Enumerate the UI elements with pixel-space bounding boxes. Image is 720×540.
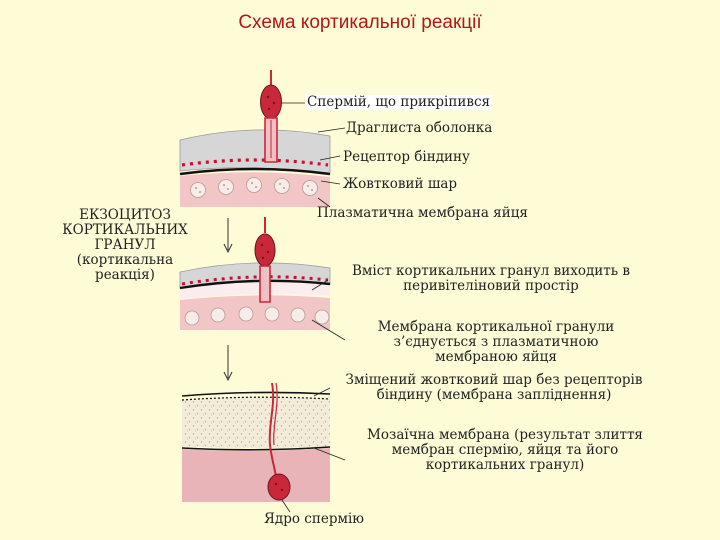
label-sperm-nucleus: Ядро спермію <box>264 511 365 527</box>
granule-membrane-line-1: Мембрана кортикальної гранули <box>377 319 615 335</box>
label-egg-membrane: Плазматична мембрана яйця <box>317 205 528 221</box>
mosaic-line-1: Мозаїчна мембрана (результат злиття <box>367 427 643 443</box>
stage-1-sperm-attaches <box>179 70 346 208</box>
label-mosaic-membrane: Мозаїчна мембрана (результат злиття мемб… <box>342 428 668 473</box>
shifted-layer-line-1: Зміщений жовтковий шар без рецепторів <box>345 372 643 388</box>
granule-membrane-line-2: з’єднується з плазматичною <box>393 334 599 350</box>
page-title: Схема кортикальної реакції <box>238 12 482 33</box>
stage2-leader-lines <box>311 279 346 341</box>
label-granule-membrane: Мембрана кортикальної гранули з’єднуєтьс… <box>346 320 646 365</box>
mosaic-line-2: мембран спермію, яйця та його <box>391 442 619 458</box>
stage3-cytoplasm <box>182 448 330 502</box>
stage1-receptor-dots <box>181 158 329 167</box>
stage2-receptor-dots <box>181 275 329 286</box>
stage1-granule-dots <box>195 182 313 193</box>
stage3-fertilization-line <box>181 396 331 401</box>
label-shifted-layer: Зміщений жовтковий шар без рецепторів бі… <box>318 373 670 403</box>
exocytosis-line-2: КОРТИКАЛЬНИХ <box>62 222 188 238</box>
shifted-layer-line-2: біндину (мембрана запліднення) <box>376 387 612 403</box>
stage1-sperm <box>260 70 282 163</box>
stage1-jelly-coat <box>179 129 331 175</box>
stage1-yolk-granules <box>190 177 318 198</box>
stage3-sperm <box>267 382 291 501</box>
stage-2-exocytosis <box>179 217 346 341</box>
granule-contents-line-1: Вміст кортикальних гранул виходить в <box>352 263 630 279</box>
exocytosis-line-1: ЕКЗОЦИТОЗ <box>79 207 171 223</box>
label-bindin-receptor: Рецептор біндину <box>343 149 470 165</box>
mosaic-line-3: кортикальних гранул) <box>425 457 585 473</box>
exocytosis-line-5: реакція) <box>95 267 155 283</box>
stage3-inner-line-top <box>181 391 331 397</box>
exocytosis-label: ЕКЗОЦИТОЗ КОРТИКАЛЬНИХ ГРАНУЛ (кортикаль… <box>60 208 190 283</box>
arrow-down-1-icon <box>223 218 233 254</box>
granule-membrane-line-3: мембраною яйця <box>435 349 557 365</box>
stage3-granular-speckle <box>182 399 330 447</box>
label-sperm-attached: Спермій, що прикріпився <box>305 94 493 110</box>
stage2-yolk-granules <box>184 306 330 326</box>
stage1-plasma-membrane <box>179 167 331 176</box>
stage2-shifted-layer <box>179 279 331 290</box>
stage2-sperm <box>254 217 276 303</box>
label-jelly-coat: Драглиста оболонка <box>346 120 493 136</box>
stage1-leader-lines <box>281 102 346 208</box>
stage-3-fertilization-membrane <box>181 382 346 513</box>
label-granule-contents: Вміст кортикальних гранул виходить в пер… <box>326 264 656 294</box>
stage3-mosaic-membrane <box>181 446 331 451</box>
granule-contents-line-2: перивітеліновий простір <box>403 278 579 294</box>
exocytosis-line-4: (кортикальна <box>76 252 174 268</box>
stage3-leader-lines <box>281 387 346 513</box>
label-yolk-layer: Жовтковий шар <box>343 176 458 192</box>
arrow-down-2-icon <box>223 345 233 382</box>
stage2-perivitelline-space <box>180 280 330 300</box>
exocytosis-line-3: ГРАНУЛ <box>94 237 156 253</box>
stage2-cytoplasm <box>180 295 330 330</box>
